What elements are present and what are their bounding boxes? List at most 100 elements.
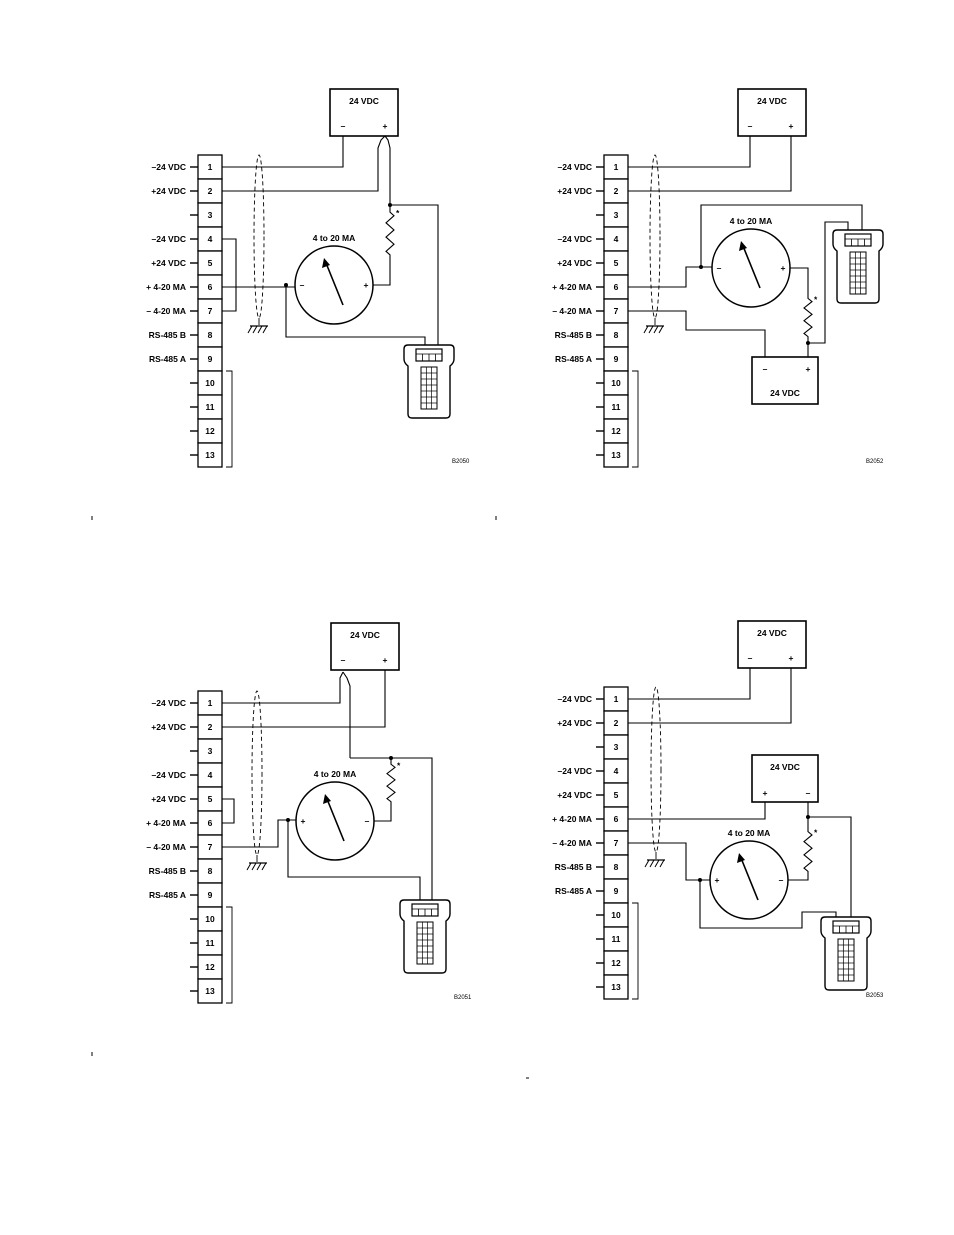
terminal-number: 1 <box>614 162 619 172</box>
terminal-number: 13 <box>611 982 621 992</box>
terminal-cell <box>197 834 223 860</box>
power-supply-24vdc: 24 VDC–+ <box>330 622 400 671</box>
power-supply-24vdc: 24 VDC–+ <box>737 620 807 669</box>
terminal-number: 2 <box>208 186 213 196</box>
terminal-label: RS-485 A <box>149 890 186 900</box>
power-supply-label: 24 VDC <box>757 96 787 106</box>
wire-to-communicator <box>390 204 439 347</box>
terminal-cell <box>603 806 629 832</box>
terminal-number: 6 <box>614 282 619 292</box>
terminal-cell <box>603 974 629 1000</box>
terminal-label: + 4-20 MA <box>146 282 186 292</box>
terminal-number: 8 <box>614 862 619 872</box>
power-supply-24vdc: 24 VDC–+ <box>329 88 399 137</box>
spare-terminals-bracket <box>226 906 233 1004</box>
power-supply-box-2 <box>751 356 819 405</box>
terminal-number: 11 <box>206 938 215 948</box>
spare-terminals-bracket <box>632 902 639 1000</box>
meter-needle-arrow <box>739 241 747 251</box>
resistor-asterisk: * <box>397 760 401 770</box>
terminal-label: + 4-20 MA <box>552 814 592 824</box>
terminal-number: 7 <box>208 842 213 852</box>
terminal-cell <box>603 686 629 712</box>
meter-right-sign: + <box>781 263 786 273</box>
wire-meter-to-resistor <box>373 262 391 286</box>
ground-symbol <box>643 325 664 334</box>
ground-hatch <box>659 859 665 868</box>
meter-label: 4 to 20 MA <box>730 216 773 226</box>
meter-left-sign: – <box>717 263 722 273</box>
communicator-keypad <box>849 251 867 295</box>
terminal-number: 6 <box>208 282 213 292</box>
power-supply-label: 24 VDC <box>757 628 787 638</box>
terminal-number: 13 <box>205 986 215 996</box>
terminal-cell <box>197 882 223 908</box>
power-supply-2-label: 24 VDC <box>770 762 800 772</box>
ground-symbol <box>247 325 268 334</box>
terminal-label: –24 VDC <box>152 162 187 172</box>
terminal-label: +24 VDC <box>557 718 592 728</box>
meter-needle-arrow <box>322 258 330 268</box>
terminal-number: 5 <box>208 258 213 268</box>
power-supply-minus: – <box>341 655 346 665</box>
wire-plus-24 <box>628 668 792 724</box>
resistor-asterisk: * <box>814 828 818 838</box>
terminal-cell <box>197 786 223 812</box>
power-supply-box <box>329 88 399 137</box>
wire-plus-24 <box>222 670 386 728</box>
ground-hatch <box>251 862 257 871</box>
terminal-number: 5 <box>614 258 619 268</box>
terminal-label: RS-485 A <box>555 354 592 364</box>
ground-symbol <box>644 859 665 868</box>
resistor-symbol <box>803 825 813 878</box>
terminal-label: –24 VDC <box>558 694 593 704</box>
power-supply-label: 24 VDC <box>350 630 380 640</box>
terminal-cell <box>197 322 223 348</box>
power-supply-box <box>330 622 400 671</box>
terminal-number: 11 <box>612 402 621 412</box>
meter-dial <box>709 840 789 920</box>
terminal-number: 5 <box>208 794 213 804</box>
ground-hatch <box>247 325 253 334</box>
terminal-cell <box>603 442 629 468</box>
terminal-label: RS-485 B <box>149 866 186 876</box>
terminal-number: 10 <box>611 378 621 388</box>
meter-left-sign: + <box>715 875 720 885</box>
meter-needle <box>325 262 344 306</box>
wire-minus-24 <box>222 136 344 168</box>
terminal-number: 10 <box>205 914 215 924</box>
meter-dial <box>294 245 374 325</box>
resistor-asterisk: * <box>814 294 818 304</box>
terminal-cell <box>197 442 223 468</box>
terminal-label: + 4-20 MA <box>552 282 592 292</box>
terminal-label: +24 VDC <box>151 186 186 196</box>
terminal-label: RS-485 A <box>555 886 592 896</box>
wire-plus-24 <box>628 136 792 192</box>
terminal-cell <box>603 926 629 952</box>
terminal-number: 8 <box>208 330 213 340</box>
terminal-label: –24 VDC <box>558 234 593 244</box>
cable-shield <box>251 690 263 856</box>
power-supply-minus: – <box>748 121 753 131</box>
terminal-number: 4 <box>614 234 619 244</box>
handheld-communicator-icon <box>820 916 872 991</box>
terminal-number: 8 <box>208 866 213 876</box>
terminal-number: 8 <box>614 330 619 340</box>
terminal-number: 2 <box>614 718 619 728</box>
handheld-communicator-icon <box>399 899 451 974</box>
wire-meter-to-resistor <box>788 878 809 881</box>
terminal-number: 9 <box>614 886 619 896</box>
spare-terminals-bracket <box>632 370 639 468</box>
power-supply-box <box>737 88 807 137</box>
meter-dial <box>711 228 791 308</box>
power-supply-2-minus: – <box>763 364 768 374</box>
terminal-number: 4 <box>208 234 213 244</box>
resistor-symbol <box>803 292 813 343</box>
wire-meter-to-resistor <box>790 267 809 292</box>
terminal-number: 3 <box>614 210 619 220</box>
wire-minus-continue <box>342 671 351 758</box>
ground-hatch <box>658 325 664 334</box>
ground-hatch <box>261 862 267 871</box>
